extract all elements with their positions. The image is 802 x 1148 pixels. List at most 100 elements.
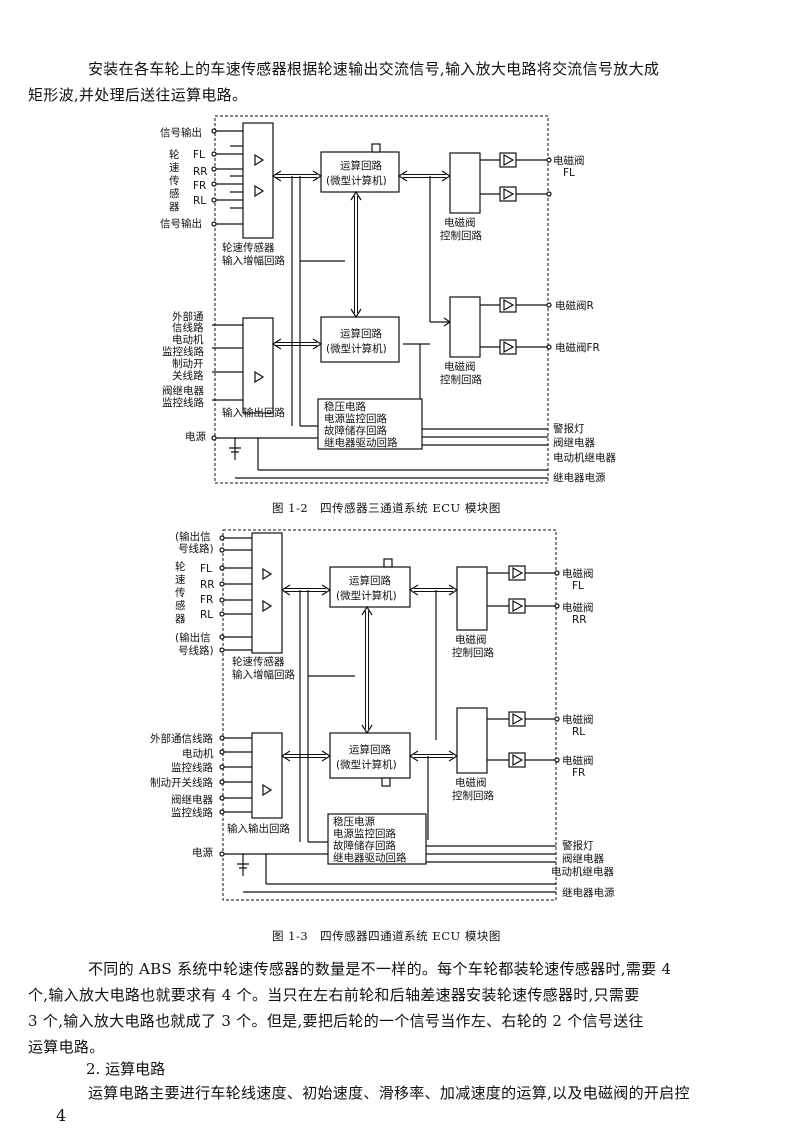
label-signal-output-bottom-1: (输出信	[175, 631, 211, 644]
body-paragraph-2: 运算电路主要进行车轮线速度、初始速度、滑移率、加减速度的运算,以及电磁阀的开启控	[58, 1080, 752, 1106]
label-valve-rr-2: RR	[572, 614, 587, 626]
label-io-0: 外部通	[172, 310, 204, 323]
label-relay-power: 继电器电源	[553, 471, 606, 484]
cpu-block-2	[329, 732, 411, 779]
figure-1-3-diagram: (输出信 号线路) 轮 速 传 感 器 FL RR FR RL (输出信 号线路…	[150, 529, 615, 901]
power-block-line-2: 电源监控回路	[324, 412, 387, 425]
sensor-input-lines	[219, 535, 252, 653]
label-sensor-v4: 感	[169, 187, 180, 200]
label-io-1: 信线路	[172, 321, 204, 334]
power-block-line-1: 稳压电路	[324, 400, 366, 413]
label-io-5: 关线路	[172, 369, 204, 382]
amp-triangle-icon	[262, 567, 273, 581]
cpu2-label-2: (微型计算机)	[336, 758, 397, 771]
power-block	[327, 813, 427, 865]
label-signal-output-bottom: 信号输出	[160, 217, 202, 230]
sensor-amp-label-2: 输入增幅回路	[222, 254, 285, 267]
page-number: 4	[56, 1106, 67, 1125]
label-valve-fl-1: 电磁阀	[562, 567, 594, 580]
amp-triangle-icon	[254, 370, 265, 384]
body-line-5: 运算电路主要进行车轮线速度、初始速度、滑移率、加减速度的运算,以及电磁阀的开启控	[88, 1084, 690, 1102]
label-relay-power: 继电器电源	[562, 886, 615, 899]
valve-drivers	[480, 152, 552, 355]
label-sensor-v2: 速	[169, 162, 180, 174]
cpu1-label-2: (微型计算机)	[326, 174, 387, 187]
label-warning-lamp: 警报灯	[553, 422, 585, 435]
label-sensor-v4: 感	[175, 599, 186, 612]
cpu-block-2	[320, 316, 400, 363]
label-io-7: 监控线路	[162, 396, 204, 409]
label-signal-output-top: 信号输出	[160, 126, 202, 139]
io-input-lines	[219, 735, 252, 815]
valve-ctrl2-label-1: 电磁阀	[455, 776, 487, 789]
body-line-4: 运算电路。	[28, 1038, 105, 1056]
cpu1-label-1: 运算回路	[349, 574, 391, 587]
valve-ctrl2-label-2: 控制回路	[452, 789, 494, 802]
amp-triangle-icon	[262, 599, 273, 613]
amp-triangle-icon	[254, 184, 265, 198]
intro-line-1: 安装在各车轮上的车速传感器根据轮速输出交流信号,输入放大电路将交流信号放大成	[88, 60, 660, 78]
label-valve-r: 电磁阀R	[555, 299, 594, 312]
clock-icon	[383, 558, 393, 568]
cpu-block-1	[320, 151, 400, 193]
label-fr: FR	[200, 594, 213, 606]
valve-ctrl-block-1	[456, 566, 488, 631]
label-valve-rl-2: RL	[572, 726, 585, 738]
label-valve-rr-1: 电磁阀	[562, 601, 594, 614]
io-circuit-block	[242, 317, 274, 414]
label-rl: RL	[200, 609, 213, 621]
label-io-0: 外部通信线路	[150, 732, 213, 745]
label-io-2: 电动机	[172, 333, 204, 346]
label-io-2: 监控线路	[171, 761, 213, 774]
ecu-frame	[222, 529, 557, 901]
label-fl: FL	[193, 149, 205, 161]
sensor-amp-label-1: 轮速传感器	[232, 655, 285, 668]
intro-line-2: 矩形波,并处理后送往运算电路。	[28, 86, 248, 104]
label-motor-relay: 电动机继电器	[553, 451, 616, 464]
power-block-line-4: 继电器驱动回路	[333, 851, 407, 864]
power-block-line-3: 故障储存回路	[333, 839, 396, 852]
valve-ctrl-block-2	[449, 296, 481, 358]
label-valve-relay: 阀继电器	[553, 436, 595, 449]
cpu1-label-1: 运算回路	[340, 159, 382, 172]
label-signal-output-top-2: 号线路)	[178, 542, 214, 555]
valve-ctrl1-label-1: 电磁阀	[444, 216, 476, 229]
sensor-amp-label-1: 轮速传感器	[222, 241, 275, 254]
power-block-line-4: 继电器驱动回路	[324, 436, 398, 449]
label-power: 电源	[192, 846, 213, 859]
power-block-line-1: 稳压电源	[333, 815, 375, 828]
label-sensor-v5: 器	[169, 201, 180, 213]
amp-triangle-icon	[254, 153, 265, 167]
io-circuit-block	[251, 732, 283, 819]
valve-ctrl1-label-2: 控制回路	[452, 646, 494, 659]
label-valve-fl-1: 电磁阀	[553, 154, 585, 167]
clock-icon	[381, 777, 391, 787]
label-warning-lamp: 警报灯	[562, 839, 594, 852]
body-line-1: 不同的 ABS 系统中轮速传感器的数量是不一样的。每个车轮都装轮速传感器时,需要…	[88, 960, 672, 978]
valve-ctrl2-label-2: 控制回路	[440, 373, 482, 386]
amp-triangle-icon	[262, 783, 273, 797]
ecu-frame	[214, 115, 549, 484]
intro-paragraph: 安装在各车轮上的车速传感器根据轮速输出交流信号,输入放大电路将交流信号放大成 矩…	[28, 56, 752, 108]
label-rr: RR	[200, 579, 215, 591]
label-motor-relay: 电动机继电器	[551, 865, 614, 878]
label-sensor-v1: 轮	[169, 148, 180, 161]
section-heading: 2. 运算电路	[86, 1060, 166, 1078]
valve-ctrl1-label-1: 电磁阀	[455, 633, 487, 646]
label-signal-output-bottom-2: 号线路)	[178, 644, 214, 657]
label-io-3: 制动开关线路	[150, 776, 213, 789]
clock-icon	[371, 143, 381, 153]
label-io-1: 电动机	[182, 747, 214, 760]
label-signal-output-top-1: (输出信	[175, 530, 211, 543]
cpu1-label-2: (微型计算机)	[336, 589, 397, 602]
valve-ctrl-block-1	[449, 152, 481, 214]
label-valve-relay: 阀继电器	[562, 852, 604, 865]
power-block-line-3: 故障储存回路	[324, 424, 387, 437]
io-circuit-label: 输入输出回路	[222, 406, 285, 419]
label-valve-fr-1: 电磁阀	[562, 754, 594, 767]
io-circuit-label: 输入输出回路	[227, 822, 290, 835]
valve-ctrl-block-2	[456, 707, 488, 774]
label-valve-fr-2: FR	[572, 767, 585, 779]
cpu-block-1	[329, 566, 411, 608]
label-sensor-v1: 轮	[175, 560, 186, 573]
